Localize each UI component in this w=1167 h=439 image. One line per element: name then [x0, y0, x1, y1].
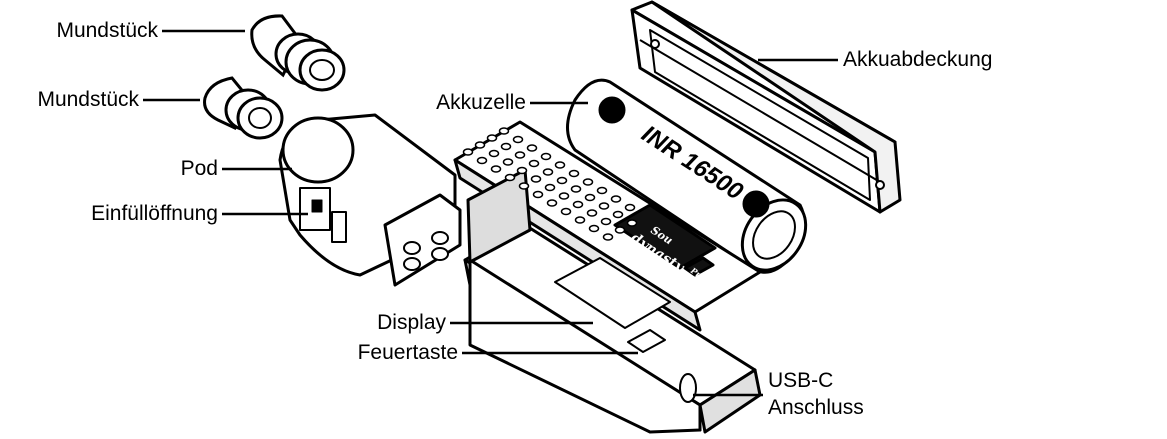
vent-hole	[598, 202, 610, 210]
vent-hole	[542, 168, 554, 176]
label-pod: Pod	[180, 157, 218, 180]
vent-hole	[526, 144, 538, 152]
vent-hole	[504, 173, 516, 182]
vent-hole	[462, 148, 474, 156]
vent-hole	[558, 192, 570, 200]
vent-hole	[584, 193, 596, 202]
vent-hole	[490, 165, 502, 173]
vent-hole	[596, 186, 608, 195]
label-fill-opening: Einfüllöffnung	[91, 202, 218, 225]
vent-hole	[544, 183, 556, 192]
label-fire-button: Feuertaste	[357, 341, 458, 364]
vent-hole	[474, 141, 486, 149]
vent-hole	[570, 185, 582, 193]
vent-hole	[602, 233, 614, 241]
vent-hole	[540, 152, 552, 161]
vent-hole	[610, 195, 622, 203]
leader-lines	[143, 29, 838, 397]
vent-hole	[600, 217, 612, 226]
label-usbc-line1: USB-C	[768, 369, 834, 392]
vent-hole	[556, 176, 568, 185]
vent-hole	[516, 166, 528, 175]
mouthpiece-bottom	[203, 76, 284, 140]
vent-hole	[582, 178, 594, 186]
vent-hole	[568, 169, 580, 178]
label-battery-cell: Akkuzelle	[436, 91, 526, 114]
label-mouthpiece-1: Mundstück	[56, 19, 158, 42]
device-body	[453, 120, 762, 434]
label-mouthpiece-2: Mundstück	[37, 88, 139, 111]
vent-hole	[560, 207, 572, 216]
vent-hole	[586, 209, 598, 217]
vent-hole	[500, 142, 512, 151]
vent-hole	[512, 135, 524, 144]
vent-hole	[528, 159, 540, 168]
vent-hole	[546, 199, 558, 207]
vent-hole	[572, 200, 584, 209]
vent-hole	[502, 158, 514, 166]
vent-hole	[624, 203, 636, 212]
pod	[278, 113, 462, 287]
vent-hole	[612, 210, 624, 219]
vent-hole	[588, 224, 600, 233]
vent-hole	[488, 149, 500, 158]
vent-hole	[532, 190, 544, 199]
label-usbc-line2: Anschluss	[768, 396, 864, 419]
vent-hole	[518, 182, 530, 190]
ventilation-holes	[462, 127, 638, 241]
vent-hole	[614, 226, 626, 234]
vent-hole	[476, 156, 488, 165]
vent-hole	[498, 127, 510, 135]
battery-cover	[630, 0, 902, 214]
mouthpiece-top	[250, 14, 346, 92]
vent-hole	[626, 219, 638, 227]
vent-hole	[486, 134, 498, 142]
vent-hole	[514, 151, 526, 159]
vent-hole	[554, 161, 566, 169]
label-battery-cover: Akkuabdeckung	[843, 48, 993, 71]
vent-hole	[574, 216, 586, 224]
battery-cell	[566, 78, 808, 274]
label-display: Display	[377, 311, 446, 334]
vent-hole	[530, 175, 542, 183]
